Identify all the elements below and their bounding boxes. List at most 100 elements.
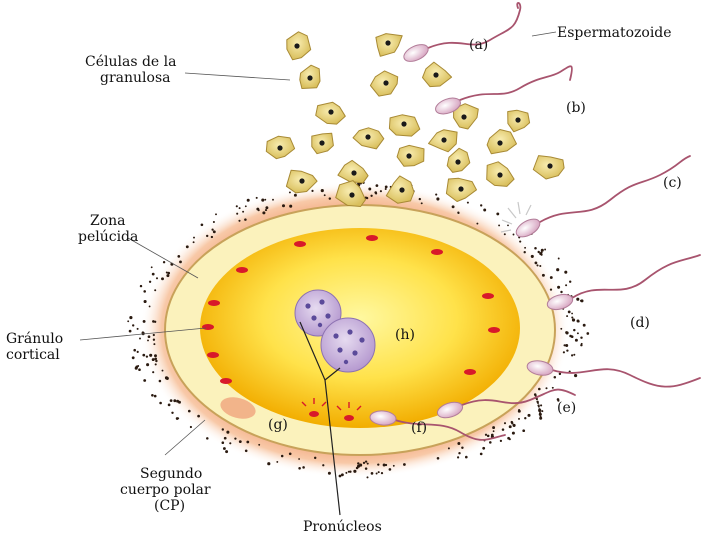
corona-dot: [435, 193, 438, 196]
granulosa-nucleus: [461, 114, 467, 120]
corona-dot: [151, 393, 154, 397]
corona-dot: [523, 251, 526, 254]
corona-dot: [541, 410, 544, 413]
corona-dot: [370, 194, 373, 197]
corona-dot: [501, 428, 505, 431]
corona-dot: [149, 353, 153, 357]
corona-dot: [229, 442, 232, 445]
granulosa-nucleus: [365, 134, 371, 140]
sperm-c-tail: [539, 155, 691, 223]
corona-dot: [466, 201, 469, 204]
corona-dot: [238, 440, 242, 444]
corona-dot: [225, 450, 229, 454]
corona-dot: [519, 240, 522, 243]
corona-dot: [197, 414, 200, 418]
corona-dot: [492, 430, 495, 433]
corona-dot: [242, 210, 245, 213]
corona-dot: [565, 344, 569, 347]
corona-dot: [146, 363, 150, 367]
corona-dot: [476, 222, 479, 225]
corona-dot: [576, 297, 580, 301]
sperm-e-head: [436, 401, 464, 419]
granulosa-nucleus: [351, 170, 357, 176]
pronucleos-leader-lower: [324, 367, 341, 381]
corona-dot: [267, 462, 271, 466]
corona-dot: [545, 387, 548, 390]
corona-dot: [479, 452, 483, 456]
corona-dot: [165, 376, 169, 380]
tag-a: (a): [469, 37, 488, 53]
sperm-b-tail: [459, 65, 573, 101]
corona-dot: [418, 197, 421, 201]
corona-dot: [238, 207, 241, 210]
corona-dot: [129, 316, 133, 320]
corona-dot: [539, 252, 543, 256]
corona-dot: [447, 447, 450, 450]
sperm-f-head: [369, 410, 397, 426]
corona-dot: [238, 219, 241, 222]
corona-dot: [486, 434, 490, 438]
corona-dot: [154, 289, 157, 292]
corona-dot: [200, 223, 204, 227]
corona-dot: [498, 224, 501, 227]
label-zona-1: Zona: [90, 213, 126, 229]
corona-dot: [133, 348, 136, 352]
corona-dot: [379, 190, 382, 193]
corona-dot: [175, 417, 179, 420]
granulosa-nucleus: [433, 72, 439, 78]
corona-dot: [482, 446, 486, 450]
corona-dot: [328, 197, 332, 200]
corona-dot: [187, 409, 191, 413]
label-granulo-1: Gránulo: [6, 331, 63, 347]
corona-dot: [139, 284, 143, 288]
corona-dot: [534, 261, 538, 265]
corona-dot: [511, 422, 514, 425]
corona-dot: [161, 277, 164, 281]
corona-dot: [289, 204, 293, 208]
label-pronucleos: Pronúcleos: [303, 519, 382, 535]
corona-dot: [148, 280, 152, 283]
corona-dot: [235, 205, 238, 208]
corona-dot: [553, 376, 557, 379]
corona-dot: [255, 196, 258, 199]
corona-dot: [139, 337, 141, 340]
sperm-b-head: [435, 97, 461, 115]
corona-dot: [392, 464, 395, 467]
corona-dot: [138, 368, 141, 372]
corona-dot: [327, 471, 331, 475]
corona-dot: [154, 363, 157, 366]
corona-dot: [141, 331, 145, 334]
corona-dot: [503, 422, 507, 425]
sperm-d-head: [546, 293, 574, 311]
corona-dot: [538, 408, 542, 413]
corona-dot: [127, 320, 130, 323]
corona-dot: [171, 411, 174, 414]
corona-dot: [565, 331, 569, 335]
corona-dot: [145, 355, 149, 358]
corona-dot: [211, 228, 214, 231]
cortical-granule: [207, 352, 219, 358]
corona-dot: [374, 191, 377, 194]
label-cp-3: (CP): [154, 498, 185, 514]
corona-dot: [562, 351, 565, 354]
corona-dot: [246, 198, 250, 202]
label-espermatozoide: Espermatozoide: [557, 25, 672, 41]
corona-dot: [403, 463, 406, 466]
corona-dot: [192, 241, 195, 244]
granulosa-nucleus: [547, 163, 553, 169]
corona-dot: [262, 211, 266, 215]
corona-dot: [189, 425, 192, 429]
corona-dot: [362, 461, 366, 465]
corona-dot: [388, 468, 392, 471]
corona-dot: [530, 254, 534, 258]
corona-dot: [135, 365, 139, 369]
corona-dot: [560, 327, 563, 330]
corona-dot: [364, 460, 368, 463]
corona-dot: [576, 332, 579, 335]
corona-dot: [582, 323, 586, 327]
corona-dot: [234, 437, 237, 440]
corona-dot: [507, 224, 509, 227]
corona-dot: [136, 350, 139, 353]
corona-dot: [524, 246, 527, 249]
